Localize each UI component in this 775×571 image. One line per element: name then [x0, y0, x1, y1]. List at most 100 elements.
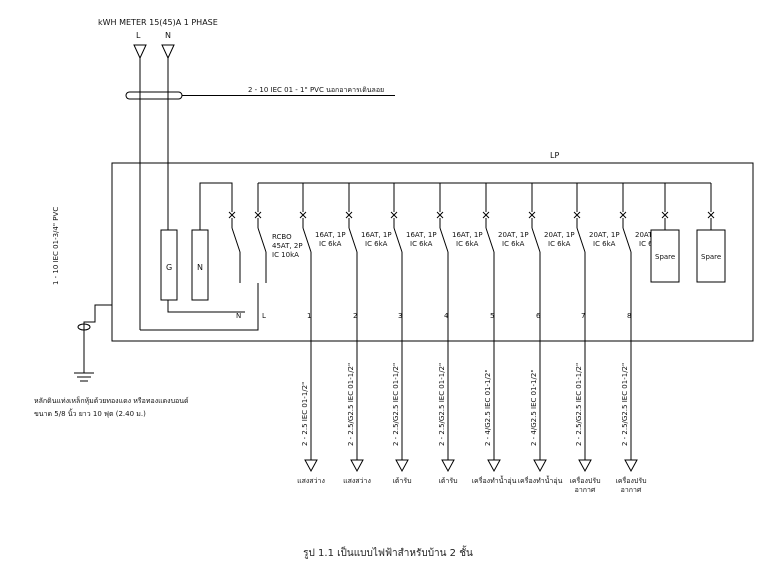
load-label: แสงสว่าง [343, 477, 371, 485]
panel-box [111, 162, 754, 342]
breaker-ic: IC 6kA [365, 240, 388, 248]
meter-neutral-label: N [165, 31, 171, 40]
incoming-line-arrow-icon [133, 44, 147, 60]
neutral-bar-label: N [197, 263, 203, 272]
breaker-switch [485, 227, 495, 253]
spare-label: Spare [655, 253, 675, 261]
circuit-cable-label: 2 - 2.5 IEC 01-1/2" [301, 382, 309, 446]
circuit-number: 2 [353, 312, 357, 320]
incoming-neutral-arrow-icon [161, 44, 175, 60]
load-arrow-icon [441, 459, 455, 473]
ground-cable-label: 1 - 10 IEC 01-3/4" PVC [52, 207, 60, 285]
ground-bar [160, 229, 178, 301]
feeder-cable-label: 2 - 10 IEC 01 - 1" PVC นอกอาคารเดินลอย [248, 86, 384, 94]
conduit-symbol-icon [125, 91, 183, 100]
breaker-rating: 16AT, 1P [406, 231, 437, 239]
breaker-rating: 16AT, 1P [361, 231, 392, 239]
ground-rod-desc-line1: หลักดินแท่งเหล็กหุ้มด้วยทองแดง หรือทองแด… [34, 396, 189, 405]
rcbo-line3: IC 10kA [272, 251, 299, 259]
circuit-number: 6 [536, 312, 541, 320]
spare-label: Spare [701, 253, 721, 261]
circuit-cable-label: 2 - 2.5/G2.5 IEC 01-1/2" [438, 363, 446, 446]
line-to-rcbo-wire [140, 283, 259, 331]
rcbo-switch-n [231, 227, 241, 253]
breaker-ic: IC 6kA [502, 240, 525, 248]
panel-name: LP [550, 151, 559, 160]
breaker-ic: IC 6kA [639, 240, 662, 248]
breaker-ic: IC 6kA [319, 240, 342, 248]
rcbo-line2: 45AT, 2P [272, 242, 303, 250]
ground-conduit-icon [77, 323, 91, 331]
circuit-number: 7 [581, 312, 585, 320]
load-label: เต้ารับ [438, 477, 457, 485]
circuit-number: 8 [627, 312, 631, 320]
load-label: เครื่องทำน้ำอุ่น [518, 474, 563, 485]
breaker-switch [348, 227, 358, 253]
load-arrow-icon [624, 459, 638, 473]
ground-rod-desc-line2: ขนาด 5/8 นิ้ว ยาว 10 ฟุต (2.40 ม.) [34, 407, 146, 418]
breaker-ic: IC 6kA [548, 240, 571, 248]
ground-bar-label: G [166, 263, 172, 272]
rcbo-switch-l [257, 227, 267, 253]
breaker-ic: IC 6kA [410, 240, 433, 248]
circuit-number: 5 [490, 312, 494, 320]
circuit-cable-label: 2 - 2.5/G2.5 IEC 01-1/2" [392, 363, 400, 446]
load-label: เครื่องปรับ [569, 476, 600, 485]
breaker-switch [302, 227, 312, 253]
spare-breaker: Spare [650, 183, 680, 283]
spare-breaker: Spare [696, 183, 726, 283]
breaker-rating: 20AT, 1P [498, 231, 529, 239]
circuit-number: 1 [307, 312, 311, 320]
breaker-rating: 20AT, 1P [544, 231, 575, 239]
load-arrow-icon [578, 459, 592, 473]
ground-bar-wire [167, 300, 245, 313]
load-label: เครื่องทำน้ำอุ่น [472, 474, 517, 485]
breaker-rating: 16AT, 1P [315, 231, 346, 239]
load-label-line2: อากาศ [621, 486, 642, 494]
load-label-line2: อากาศ [575, 486, 596, 494]
breaker-switch [531, 227, 541, 253]
load-arrow-icon [395, 459, 409, 473]
rcbo-line1: RCBO [272, 233, 292, 241]
circuit-cable-label: 2 - 2.5/G2.5 IEC 01-1/2" [621, 363, 629, 446]
l-terminal-label: L [262, 312, 266, 320]
breaker-rating: 20AT, 1P [635, 231, 666, 239]
load-arrow-icon [350, 459, 364, 473]
load-arrow-icon [304, 459, 318, 473]
load-label: เครื่องปรับ [615, 476, 646, 485]
breaker-rating: 16AT, 1P [452, 231, 483, 239]
load-label: เต้ารับ [392, 477, 411, 485]
ground-conductor [83, 304, 112, 373]
breaker-ic: IC 6kA [456, 240, 479, 248]
n-terminal-label: N [236, 312, 241, 320]
circuit-number: 4 [444, 312, 449, 320]
breaker-switch [622, 227, 632, 253]
meter-label: kWH METER 15(45)A 1 PHASE [98, 18, 218, 27]
circuit-cable-label: 2 - 2.5/G2.5 IEC 01-1/2" [347, 363, 355, 446]
breaker-switch [439, 227, 449, 253]
circuit-cable-label: 2 - 2.5/G2.5 IEC 01-1/2" [575, 363, 583, 446]
load-label: แสงสว่าง [297, 477, 325, 485]
ground-symbol-icon [74, 372, 94, 382]
load-arrow-icon [487, 459, 501, 473]
meter-line-label: L [136, 31, 141, 40]
circuit-cable-label: 2 - 4/G2.5 IEC 01-1/2" [484, 369, 492, 446]
circuit-cable-label: 2 - 4/G2.5 IEC 01-1/2" [530, 369, 538, 446]
circuit-number: 3 [398, 312, 402, 320]
breaker-switch [393, 227, 403, 253]
neutral-bar-to-rcbo-wire [199, 182, 233, 230]
breaker-switch [576, 227, 586, 253]
load-arrow-icon [533, 459, 547, 473]
figure-caption: รูป 1.1 เป็นแบบไฟฟ้าสำหรับบ้าน 2 ชั้น [303, 545, 473, 559]
breaker-ic: IC 6kA [593, 240, 616, 248]
